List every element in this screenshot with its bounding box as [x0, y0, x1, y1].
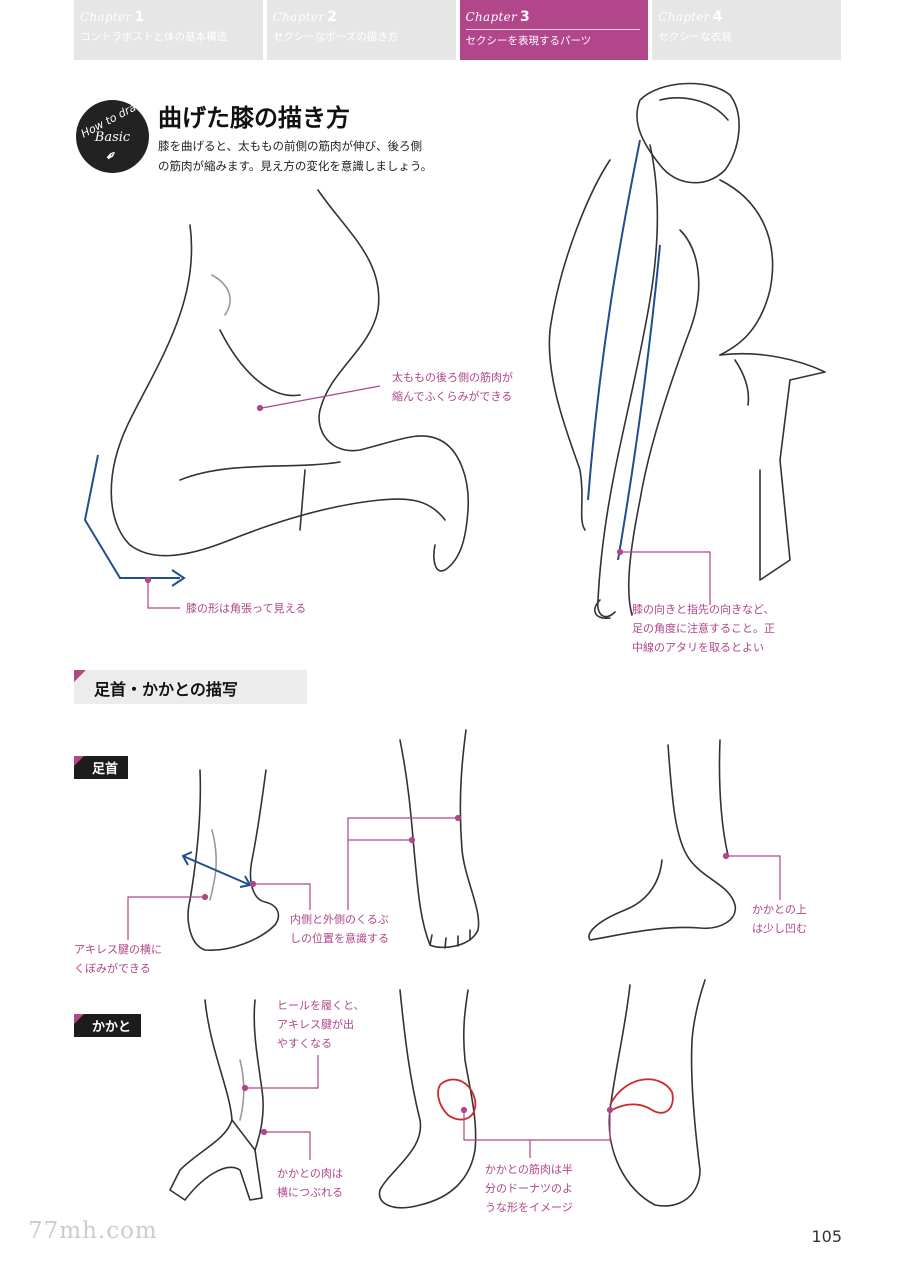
intro-text: 膝を曲げると、太ももの前側の筋肉が伸び、後ろ側 の筋肉が縮みます。見え方の変化を…: [158, 136, 432, 176]
note-line: うな形をイメージ: [485, 1201, 573, 1214]
section-title: 足首・かかとの描写: [94, 680, 238, 699]
note-heel-top: かかとの上 は少し凹む: [752, 900, 807, 938]
intro-line: 膝を曲げると、太ももの前側の筋肉が伸び、後ろ側: [158, 139, 423, 153]
note-line: は少し凹む: [752, 922, 807, 935]
note-line: 内側と外側のくるぶ: [290, 913, 389, 926]
chapter-title: コントラポストと体の基本構造: [80, 31, 227, 43]
note-line: ヒールを履くと、: [277, 999, 365, 1012]
tag-label: 足首: [92, 762, 119, 777]
page-number: 105: [811, 1227, 842, 1246]
ankle-illustrations: [187, 729, 736, 951]
note-achilles: アキレス腱の横に くぼみができる: [74, 940, 162, 978]
note-line: 分のドーナツのよ: [485, 1182, 573, 1195]
chapter-title: セクシーな衣装: [658, 31, 732, 43]
note-line: かかとの上: [752, 903, 807, 916]
intro-line: の筋肉が縮みます。見え方の変化を意識しましょう。: [158, 159, 433, 173]
page-title: 曲げた膝の描き方: [158, 104, 350, 132]
note-line: 縮んでふくらみができる: [392, 390, 513, 403]
note-line: 中線のアタリを取るとよい: [632, 641, 764, 654]
note-line: 太ももの後ろ側の筋肉が: [392, 371, 513, 384]
note-line: アキレス腱が出: [277, 1018, 354, 1031]
note-heel-muscle: かかとの筋肉は半 分のドーナツのよ うな形をイメージ: [485, 1160, 573, 1217]
note-line: 膝の向きと指先の向きなど、: [632, 603, 775, 616]
note-line: しの位置を意識する: [290, 932, 389, 945]
bent-leg-illustration: [110, 189, 470, 572]
note-line: 横につぶれる: [277, 1186, 343, 1199]
badge-line2: Basic: [94, 130, 131, 145]
tag-marker-icon: [74, 1014, 84, 1024]
sitting-figure-illustration: [548, 82, 826, 620]
blue-guide-lines: [83, 139, 661, 888]
tag-marker-icon: [74, 756, 84, 766]
note-line: 膝の形は角張って見える: [186, 602, 307, 615]
note-line: アキレス腱の横に: [74, 943, 162, 956]
annotation-leader-lines: [127, 385, 781, 1160]
note-line: かかとの肉は: [277, 1167, 343, 1180]
chapter-title: セクシーを表現するパーツ: [465, 29, 641, 48]
section-heading: 足首・かかとの描写: [74, 670, 307, 704]
note-heels: ヒールを履くと、 アキレス腱が出 やすくなる: [277, 996, 365, 1053]
note-knee-shape: 膝の形は角張って見える: [186, 599, 306, 618]
section-marker-icon: [74, 670, 86, 682]
note-thigh-back: 太ももの後ろ側の筋肉が 縮んでふくらみができる: [392, 368, 513, 406]
note-line: 足の角度に注意すること。正: [632, 622, 775, 635]
ankle-tag: 足首: [74, 756, 129, 779]
note-ankle-bones: 内側と外側のくるぶ しの位置を意識する: [290, 910, 389, 948]
how-to-draw-badge: How to draw Basic ✒: [76, 96, 149, 173]
red-heel-highlights: [437, 1078, 674, 1121]
heel-tag: かかと: [74, 1014, 142, 1037]
note-heel-flesh: かかとの肉は 横につぶれる: [277, 1164, 343, 1202]
note-line: やすくなる: [277, 1037, 332, 1050]
note-line: くぼみができる: [74, 962, 151, 975]
tag-label: かかと: [92, 1020, 132, 1035]
chapter-title: セクシーなポーズの描き方: [272, 31, 399, 43]
watermark: 77mh.com: [28, 1218, 158, 1244]
note-line: かかとの筋肉は半: [485, 1163, 573, 1176]
note-knee-direction: 膝の向きと指先の向きなど、 足の角度に注意すること。正 中線のアタリを取るとよい: [632, 600, 775, 657]
